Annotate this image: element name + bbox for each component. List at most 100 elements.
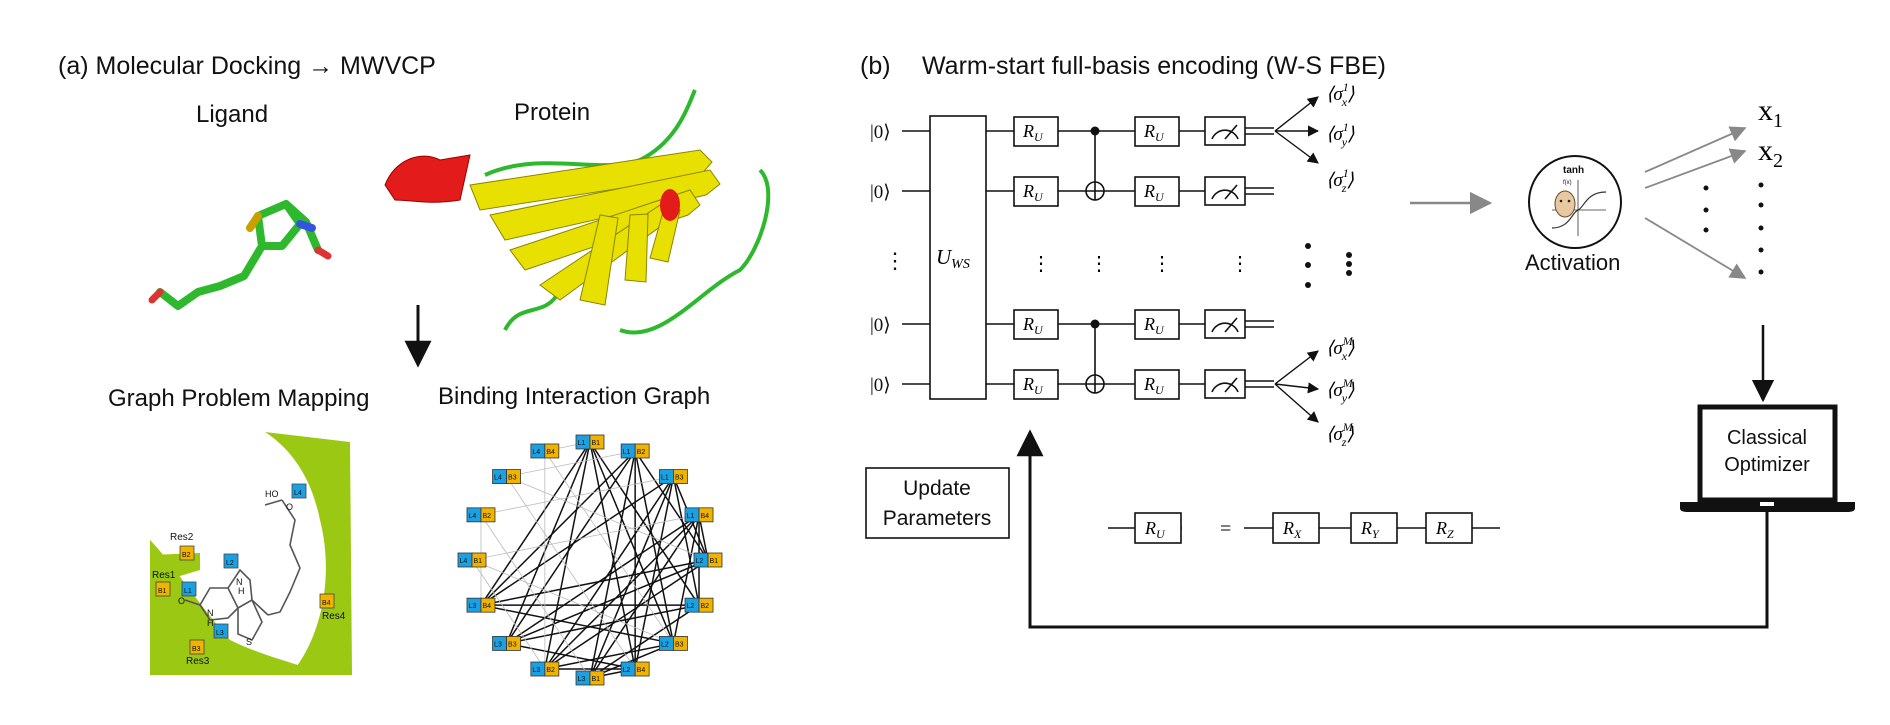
activation-icon: tanh f(x) (1528, 155, 1622, 249)
panel-b: (b) Warm-start full-basis encoding (W-S … (860, 52, 1855, 629)
graph-edge (480, 514, 591, 679)
ru-gate-4a (1013, 369, 1059, 400)
graph-edge (589, 441, 636, 670)
protein-label: Protein (514, 99, 590, 126)
graph-edge (506, 604, 700, 645)
graph-node-binding-label: B3 (675, 475, 684, 482)
feedback-loop-arrow (1016, 429, 1769, 629)
graph-node-binding (506, 469, 521, 484)
classical-optimizer-laptop: Classical Optimizer (1680, 404, 1855, 512)
ru-gate-3a (1013, 309, 1059, 340)
graph-node-ligand-label: L4 (460, 558, 468, 565)
optimizer-line-2: Optimizer (1724, 454, 1810, 476)
graph-edge (506, 514, 700, 645)
graph-node-binding-label: B4 (701, 513, 710, 520)
graph-node-binding-label: B3 (508, 641, 517, 648)
ru-gate-3b (1134, 309, 1180, 340)
graph-node-ligand-label: L3 (494, 641, 502, 648)
graph-node-binding-label: B2 (701, 603, 710, 610)
graph-node-binding (544, 661, 560, 677)
graph-node-binding-label: B3 (508, 475, 517, 482)
graph-edge (471, 559, 674, 644)
pocket-atom-3: N (236, 577, 243, 587)
panel-b-title: Warm-start full-basis encoding (W-S FBE) (922, 52, 1386, 80)
graph-edge (698, 514, 709, 561)
panel-a-title: (a) Molecular Docking → MWVCP (58, 52, 436, 80)
uws-gate-label: UWS (936, 245, 970, 272)
decomp-ry: RY (1360, 518, 1380, 541)
graph-edge (589, 476, 675, 679)
pocket-node-l1 (181, 581, 197, 597)
graph-edge (589, 604, 700, 679)
update-parameters-box (865, 467, 1010, 539)
graph-edge (480, 604, 674, 645)
decomp-equals: = (1220, 518, 1231, 540)
graph-edge (589, 514, 700, 679)
pocket-atom-8: S (246, 637, 252, 647)
graph-edge (505, 450, 636, 644)
cnot-gate-bottom (1085, 319, 1105, 394)
graph-node-binding-label: B1 (592, 440, 601, 447)
optimizer-line-1: Classical (1727, 427, 1807, 449)
pocket-node-b1-label: B1 (158, 588, 167, 595)
graph-node-ligand-label: L3 (532, 667, 540, 674)
graph-node-binding-label: B1 (474, 558, 483, 565)
pocket-node-l3 (213, 623, 229, 639)
residue-label-2: Res2 (170, 532, 194, 543)
graph-node-binding (480, 597, 496, 613)
graph-node-binding (471, 552, 487, 568)
graph-node-ligand-label: L2 (696, 558, 704, 565)
meter-icon-4 (1204, 369, 1246, 399)
panel-b-tag: (b) (860, 52, 891, 80)
graph-node-ligand-label: L3 (578, 676, 586, 683)
graph-node-ligand-label: L1 (687, 513, 695, 520)
panel-a: (a) Molecular Docking → MWVCP Ligand Pro… (58, 52, 771, 686)
graph-edge (480, 475, 674, 606)
graph-node-ligand-label: L1 (623, 449, 631, 456)
residue-label-1: Res1 (152, 570, 176, 581)
circuit-dots-large (1305, 243, 1352, 288)
svg-text:RU: RU (1143, 181, 1165, 204)
graph-edge (544, 450, 674, 644)
ru-gate-4b (1134, 369, 1180, 400)
graph-node: L4 B3 (492, 469, 521, 484)
binding-pocket-image: HO O N H N H O S Res2 Res1 Res3 Res4 L4 … (150, 432, 352, 675)
circuit-vdots-3: ⋮ (1152, 253, 1172, 275)
pocket-node-b3-label: B3 (192, 646, 201, 653)
ligand-molecule-image (148, 200, 332, 310)
graph-node-binding (480, 507, 496, 523)
graph-node-ligand-label: L2 (623, 667, 631, 674)
graph-node-ligand-label: L3 (468, 603, 476, 610)
graph-edge (589, 441, 675, 644)
pocket-node-b4 (319, 593, 335, 609)
pocket-node-b4-label: B4 (322, 600, 331, 607)
graph-node-ligand-label: L4 (494, 475, 502, 482)
pocket-node-l1-label: L1 (184, 588, 192, 595)
graph-edge (589, 450, 636, 679)
graph-node-binding (707, 552, 723, 568)
meter-icon-1 (1204, 116, 1246, 146)
input-ket-1: |0⟩ (870, 122, 891, 143)
fx-label: f(x) (1563, 180, 1572, 186)
ru-gates: RU RU RU RU RU RU RU RU (1013, 116, 1180, 400)
decomp-rx: RX (1282, 518, 1302, 541)
svg-text:RU: RU (1022, 121, 1044, 144)
ru-gate-1b (1134, 116, 1180, 147)
input-ket-2: |0⟩ (870, 182, 891, 203)
input-ket-3: |0⟩ (870, 315, 891, 336)
graph-node-binding (634, 661, 650, 677)
circuit-vdots-1: ⋮ (1031, 253, 1051, 275)
graph-edge (672, 514, 700, 644)
